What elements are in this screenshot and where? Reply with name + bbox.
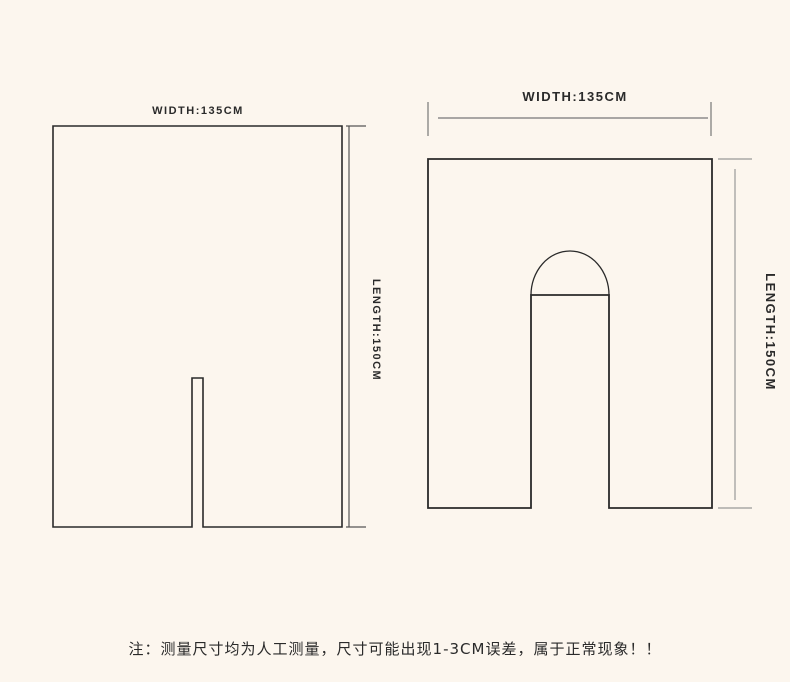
- arch-cutout: [530, 250, 610, 296]
- left-length-dimension: [346, 125, 366, 528]
- right-length-dimension: [718, 158, 752, 509]
- right-width-dimension: [427, 102, 712, 136]
- left-width-label: WIDTH:135CM: [152, 105, 244, 117]
- right-rug-outline: [427, 158, 713, 509]
- left-rug-outline: [52, 125, 343, 528]
- left-length-label: LENGTH:150CM: [370, 279, 382, 381]
- measurement-note: 注：测量尺寸均为人工测量，尺寸可能出现1-3CM误差，属于正常现象！！: [128, 640, 662, 658]
- right-width-label: WIDTH:135CM: [522, 89, 627, 104]
- right-length-label: LENGTH:150CM: [763, 273, 778, 391]
